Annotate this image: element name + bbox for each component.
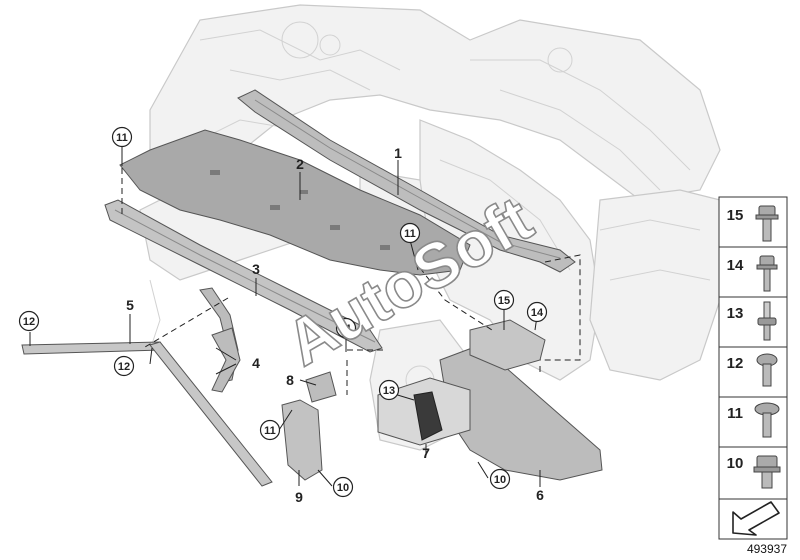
svg-text:11: 11	[340, 323, 352, 335]
flange-bolt-icon	[755, 205, 779, 242]
hex-bolt-icon	[756, 255, 778, 292]
legend-row-13: 13	[727, 301, 777, 341]
part-4-brackets	[199, 287, 241, 393]
svg-text:10: 10	[337, 482, 349, 494]
part-5-strut	[21, 341, 273, 487]
part-3-lower-beam	[104, 199, 383, 353]
legend-number-14: 14	[727, 257, 744, 274]
svg-text:11: 11	[404, 228, 416, 240]
part-label-6: 6	[536, 487, 544, 503]
svg-text:10: 10	[494, 474, 506, 486]
svg-text:13: 13	[383, 385, 395, 397]
legend-row-12: 12	[727, 353, 778, 387]
part-label-2: 2	[296, 156, 304, 172]
legend-number-12: 12	[727, 355, 744, 372]
torx-screw-icon	[754, 402, 780, 438]
part-label-1: 1	[394, 145, 402, 161]
callout-11b: 11	[399, 222, 421, 244]
svg-text:14: 14	[531, 307, 544, 319]
svg-text:11: 11	[116, 132, 128, 144]
part-label-3: 3	[252, 261, 260, 277]
part-label-8: 8	[286, 372, 294, 388]
direction-arrow-box	[718, 498, 788, 540]
callout-13: 13	[378, 379, 400, 401]
circled-callouts: 11 11 11 11 12 12 13 14 15 10 10	[18, 126, 548, 498]
legend-row-14: 14	[727, 255, 778, 292]
part-label-4: 4	[252, 355, 260, 371]
part-1-cross-member	[237, 89, 576, 273]
callout-11c: 11	[335, 317, 357, 339]
callout-12a: 12	[18, 310, 40, 332]
legend-number-10: 10	[727, 455, 744, 472]
callout-10b: 10	[489, 468, 511, 490]
collar-nut-icon	[753, 455, 781, 489]
part-13-insert	[413, 391, 443, 441]
document-id: 493937	[747, 542, 787, 556]
legend-row-10: 10	[727, 455, 781, 489]
callout-11d: 11	[259, 419, 281, 441]
oval-head-screw-icon	[756, 353, 778, 387]
part-label-7: 7	[422, 445, 430, 461]
direction-arrow-icon	[732, 501, 780, 536]
svg-text:15: 15	[498, 295, 510, 307]
svg-text:11: 11	[264, 425, 276, 437]
fastener-legend-panel: 15 14 13 12	[718, 196, 788, 500]
stud-bolt-icon	[757, 301, 777, 341]
part-number-labels: 1 2 3 4 5 6 7 8 9	[126, 145, 544, 505]
legend-row-11: 11	[727, 402, 780, 438]
callout-15: 15	[493, 289, 515, 311]
part-9-bracket	[281, 399, 323, 481]
callout-12b: 12	[113, 355, 135, 377]
legend-number-15: 15	[727, 207, 744, 224]
legend-row-15: 15	[727, 205, 779, 242]
part-label-5: 5	[126, 297, 134, 313]
legend-number-13: 13	[727, 305, 744, 322]
svg-text:12: 12	[118, 361, 130, 373]
callout-11a: 11	[111, 126, 133, 148]
dashed-leader-lines	[121, 168, 581, 395]
part-7-bracket-block	[377, 377, 471, 446]
callout-10a: 10	[332, 476, 354, 498]
callout-14: 14	[526, 301, 548, 323]
part-2-cover-panel	[119, 129, 471, 276]
legend-number-11: 11	[727, 405, 743, 422]
svg-text:12: 12	[23, 316, 35, 328]
part-label-9: 9	[295, 489, 303, 505]
part-8-clip	[305, 371, 337, 403]
